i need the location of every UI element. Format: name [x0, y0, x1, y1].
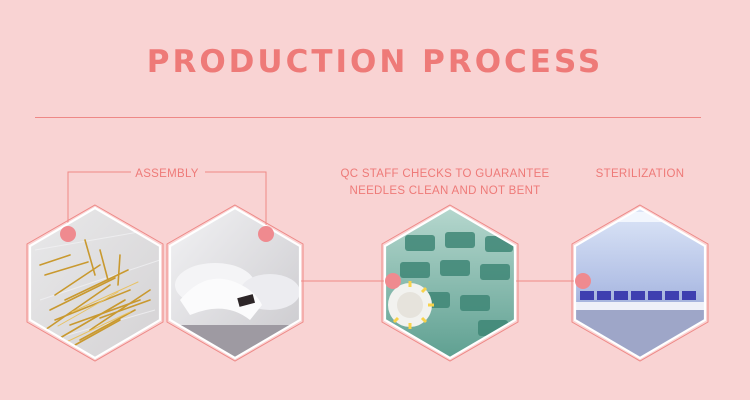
sterilization-image	[573, 206, 707, 360]
marker-dot-qc	[385, 273, 401, 289]
connector-assembly-left	[67, 171, 131, 234]
connector-lines	[67, 171, 575, 282]
qc-inspection-image	[383, 206, 517, 360]
marker-dot-sterilization	[575, 273, 591, 289]
step-label-qc: QC STAFF CHECKS TO GUARANTEE NEEDLES CLE…	[330, 166, 560, 200]
step-label-qc-line2: NEEDLES CLEAN AND NOT BENT	[349, 185, 541, 197]
assembly-hands-image	[168, 206, 302, 360]
marker-dot-assembly-left	[60, 226, 76, 242]
page-title: PRODUCTION PROCESS	[146, 44, 604, 80]
connector-assembly-right	[205, 171, 267, 234]
marker-dot-assembly-right	[258, 226, 274, 242]
step-label-qc-line1: QC STAFF CHECKS TO GUARANTEE	[340, 168, 550, 180]
step-label-sterilization: STERILIZATION	[595, 168, 685, 180]
assembly-needles-image	[28, 206, 162, 360]
qc-gear	[388, 281, 434, 329]
step-label-assembly: ASSEMBLY	[135, 168, 199, 180]
title-divider	[35, 117, 701, 118]
